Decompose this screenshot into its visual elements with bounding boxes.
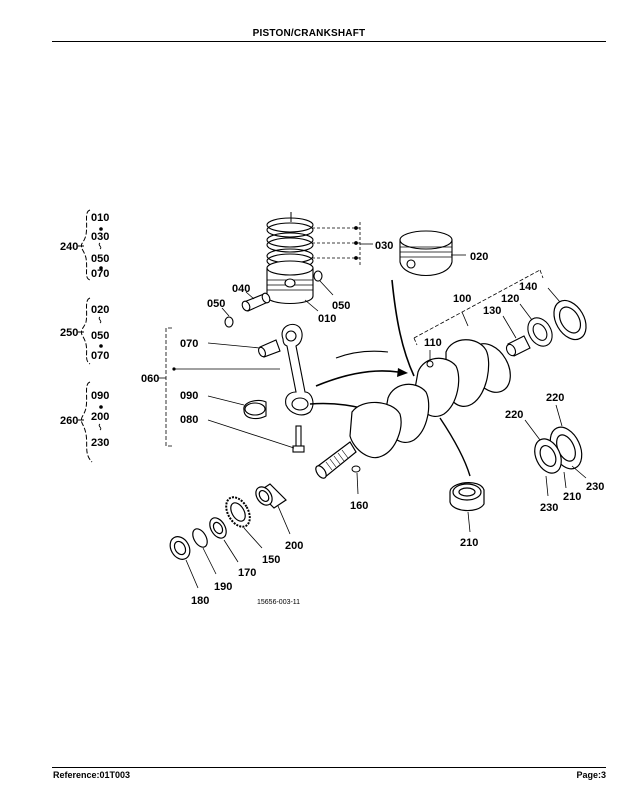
kit-240-item: 070 bbox=[91, 268, 109, 280]
piston-010 bbox=[266, 260, 314, 304]
kit-250-item: 050 bbox=[91, 330, 109, 342]
page-title: PISTON/CRANKSHAFT bbox=[252, 28, 366, 39]
page-number: Page:3 bbox=[576, 770, 606, 780]
callout-180: 180 bbox=[191, 595, 209, 607]
callout-210-bottom: 210 bbox=[460, 537, 478, 549]
callout-090: 090 bbox=[180, 390, 198, 402]
bearing-housing-210 bbox=[449, 482, 485, 512]
kit-260-label: 260 bbox=[60, 415, 78, 427]
piston-assembly-020 bbox=[399, 230, 453, 276]
kit-240-label: 240 bbox=[60, 241, 78, 253]
kit-250-item: 070 bbox=[91, 350, 109, 362]
callout-050-left: 050 bbox=[207, 298, 225, 310]
callout-130: 130 bbox=[483, 305, 501, 317]
callout-050-right: 050 bbox=[332, 300, 350, 312]
callout-070: 070 bbox=[180, 338, 198, 350]
bearing-housing-right bbox=[534, 426, 583, 474]
kit-250-label: 250 bbox=[60, 327, 78, 339]
connecting-rod-060 bbox=[281, 323, 314, 416]
callout-150: 150 bbox=[262, 554, 280, 566]
callout-060: 060 bbox=[141, 373, 159, 385]
crankshaft bbox=[315, 339, 511, 479]
callout-110: 110 bbox=[424, 337, 442, 349]
bushing-130 bbox=[505, 335, 531, 357]
kit-250-item: 020 bbox=[91, 304, 109, 316]
o-ring-190 bbox=[192, 528, 208, 548]
kit-260-item: 090 bbox=[91, 390, 109, 402]
footer-rule bbox=[52, 767, 606, 768]
rod-bolt-080 bbox=[292, 425, 305, 453]
crankshaft-bracket-100 bbox=[413, 269, 544, 346]
header-rule bbox=[52, 41, 606, 42]
housing-link-line bbox=[439, 417, 471, 477]
piston-pin-040 bbox=[241, 292, 271, 312]
callout-160: 160 bbox=[350, 500, 368, 512]
callout-020: 020 bbox=[470, 251, 488, 263]
callout-230-right: 230 bbox=[586, 481, 604, 493]
piston-rings bbox=[266, 212, 314, 269]
kit-240-item: 050 bbox=[91, 253, 109, 265]
circlip-050-right bbox=[313, 270, 323, 282]
plug-110 bbox=[426, 360, 434, 368]
callout-210-right: 210 bbox=[563, 491, 581, 503]
drawing-code: 15656-003-11 bbox=[257, 599, 300, 606]
callout-170: 170 bbox=[238, 567, 256, 579]
assembly-link-line bbox=[391, 279, 415, 377]
rod-bracket bbox=[165, 327, 172, 447]
collar-170 bbox=[209, 517, 227, 539]
gear-150 bbox=[225, 496, 251, 528]
seal-140 bbox=[553, 299, 587, 341]
kit-260-item: 230 bbox=[91, 437, 109, 449]
callout-100: 100 bbox=[453, 293, 471, 305]
reference-code: Reference:01T003 bbox=[53, 770, 131, 780]
bearing-120 bbox=[527, 317, 553, 347]
callout-230-bottom: 230 bbox=[540, 502, 558, 514]
rings-leader bbox=[312, 222, 373, 266]
kit-240-item: 030 bbox=[91, 231, 109, 243]
key-160 bbox=[351, 465, 361, 473]
kit-group-250: 250 020 050 070 bbox=[60, 297, 109, 365]
kit-group-260: 260 090 200 230 bbox=[60, 381, 109, 463]
callout-010: 010 bbox=[318, 313, 336, 325]
bushing-200 bbox=[255, 483, 287, 509]
callout-190: 190 bbox=[214, 581, 232, 593]
kit-group-240: 240 010 030 050 070 bbox=[60, 209, 109, 281]
callout-030: 030 bbox=[375, 240, 393, 252]
kit-240-item: 010 bbox=[91, 212, 109, 224]
callout-220-left: 220 bbox=[505, 409, 523, 421]
callout-200: 200 bbox=[285, 540, 303, 552]
bearing-090 bbox=[243, 399, 267, 420]
circlip-050-left bbox=[224, 316, 234, 328]
kit-260-item: 200 bbox=[91, 411, 109, 423]
callout-120: 120 bbox=[501, 293, 519, 305]
snout-splines bbox=[325, 449, 349, 471]
seal-180 bbox=[169, 536, 191, 560]
callout-040: 040 bbox=[232, 283, 250, 295]
bushing-070 bbox=[258, 339, 281, 358]
callout-220-top: 220 bbox=[546, 392, 564, 404]
callout-080: 080 bbox=[180, 414, 198, 426]
callout-140: 140 bbox=[519, 281, 537, 293]
